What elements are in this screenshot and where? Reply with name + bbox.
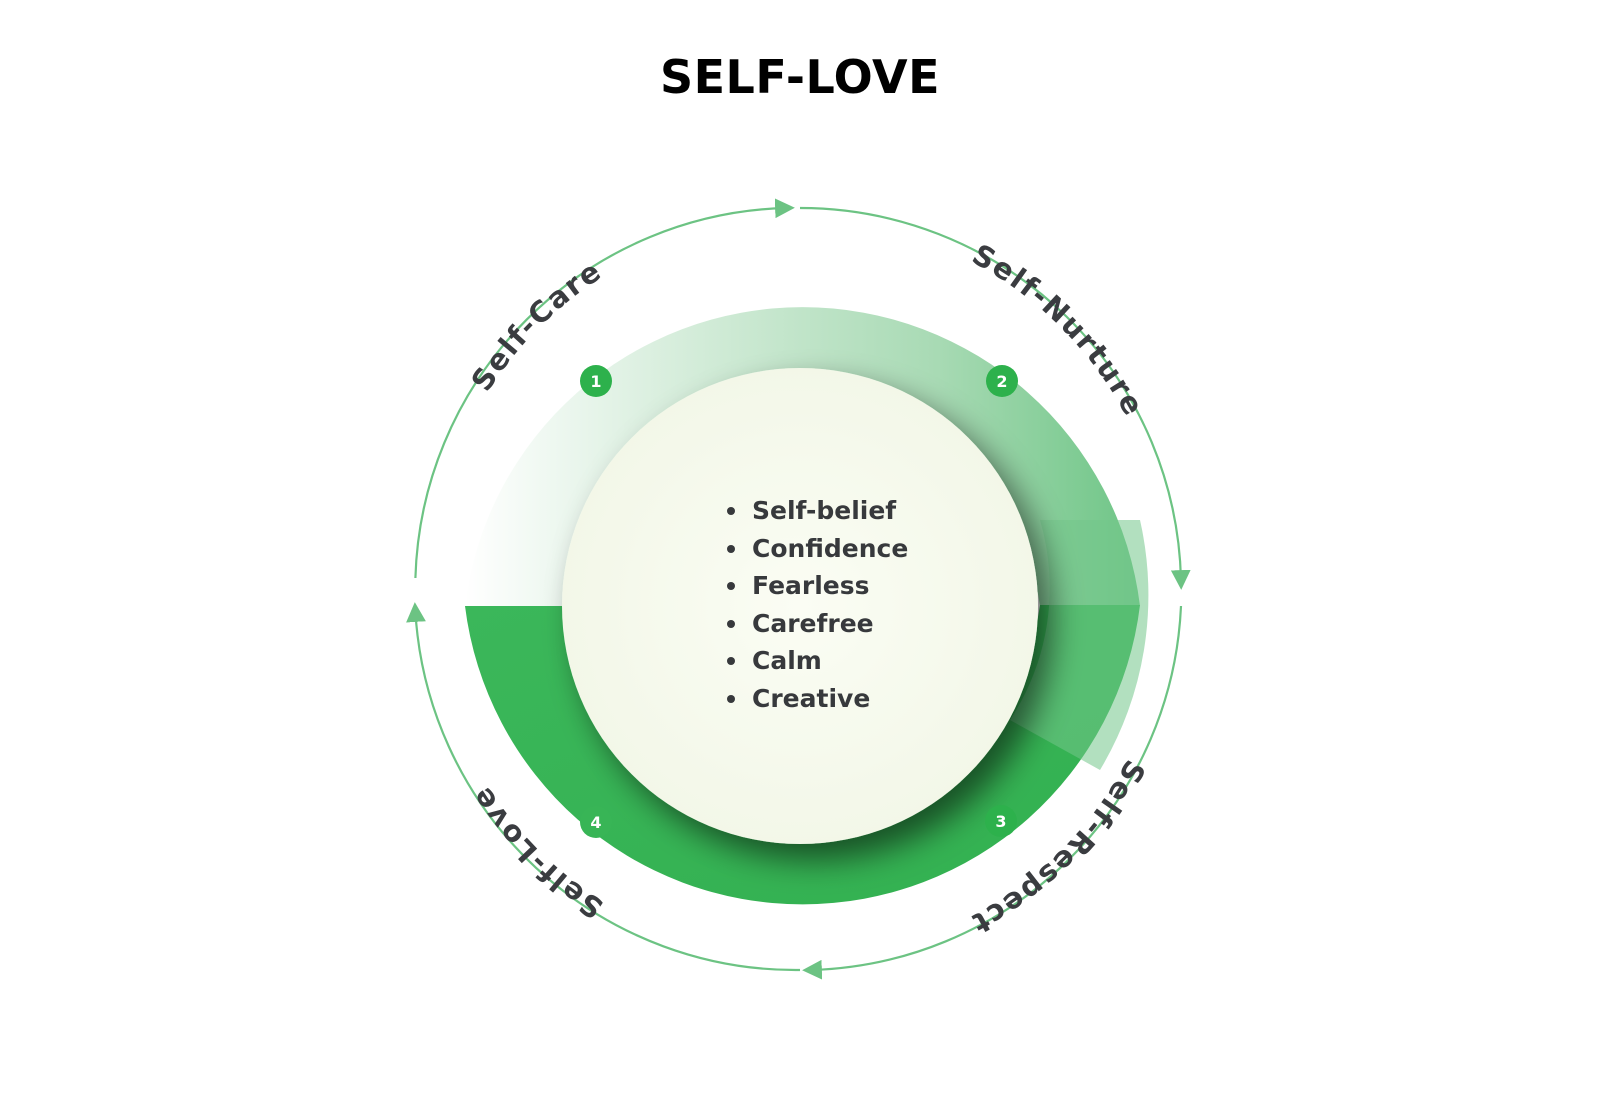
cycle-arc-top-left bbox=[414, 198, 795, 579]
cycle-arc-top-right bbox=[799, 206, 1191, 590]
list-item: Self-belief bbox=[720, 492, 980, 530]
stage-badge-2: 2 bbox=[986, 365, 1018, 397]
page-title: SELF-LOVE bbox=[659, 50, 941, 104]
svg-text:2: 2 bbox=[996, 372, 1007, 391]
list-item: Confidence bbox=[720, 530, 980, 568]
list-item: Creative bbox=[720, 680, 980, 718]
outer-cycle-ring bbox=[406, 198, 1191, 980]
stage-badge-1: 1 bbox=[580, 365, 612, 397]
list-item: Calm bbox=[720, 642, 980, 680]
list-item: Carefree bbox=[720, 605, 980, 643]
list-item: Fearless bbox=[720, 567, 980, 605]
stage-badge-4: 4 bbox=[580, 806, 612, 838]
stage-badge-3: 3 bbox=[985, 805, 1017, 837]
center-bullet-list: Self-belief Confidence Fearless Carefree… bbox=[720, 492, 980, 717]
cycle-arc-bottom-right bbox=[802, 605, 1183, 980]
progress-ring-upper bbox=[465, 307, 1140, 606]
svg-text:3: 3 bbox=[995, 812, 1006, 831]
svg-text:4: 4 bbox=[590, 813, 601, 832]
svg-text:1: 1 bbox=[590, 372, 601, 391]
inner-circle bbox=[562, 368, 1038, 844]
progress-ring-right-blend bbox=[1010, 520, 1149, 770]
progress-ring-lower bbox=[465, 605, 1140, 905]
cycle-arc-bottom-left bbox=[406, 602, 801, 972]
